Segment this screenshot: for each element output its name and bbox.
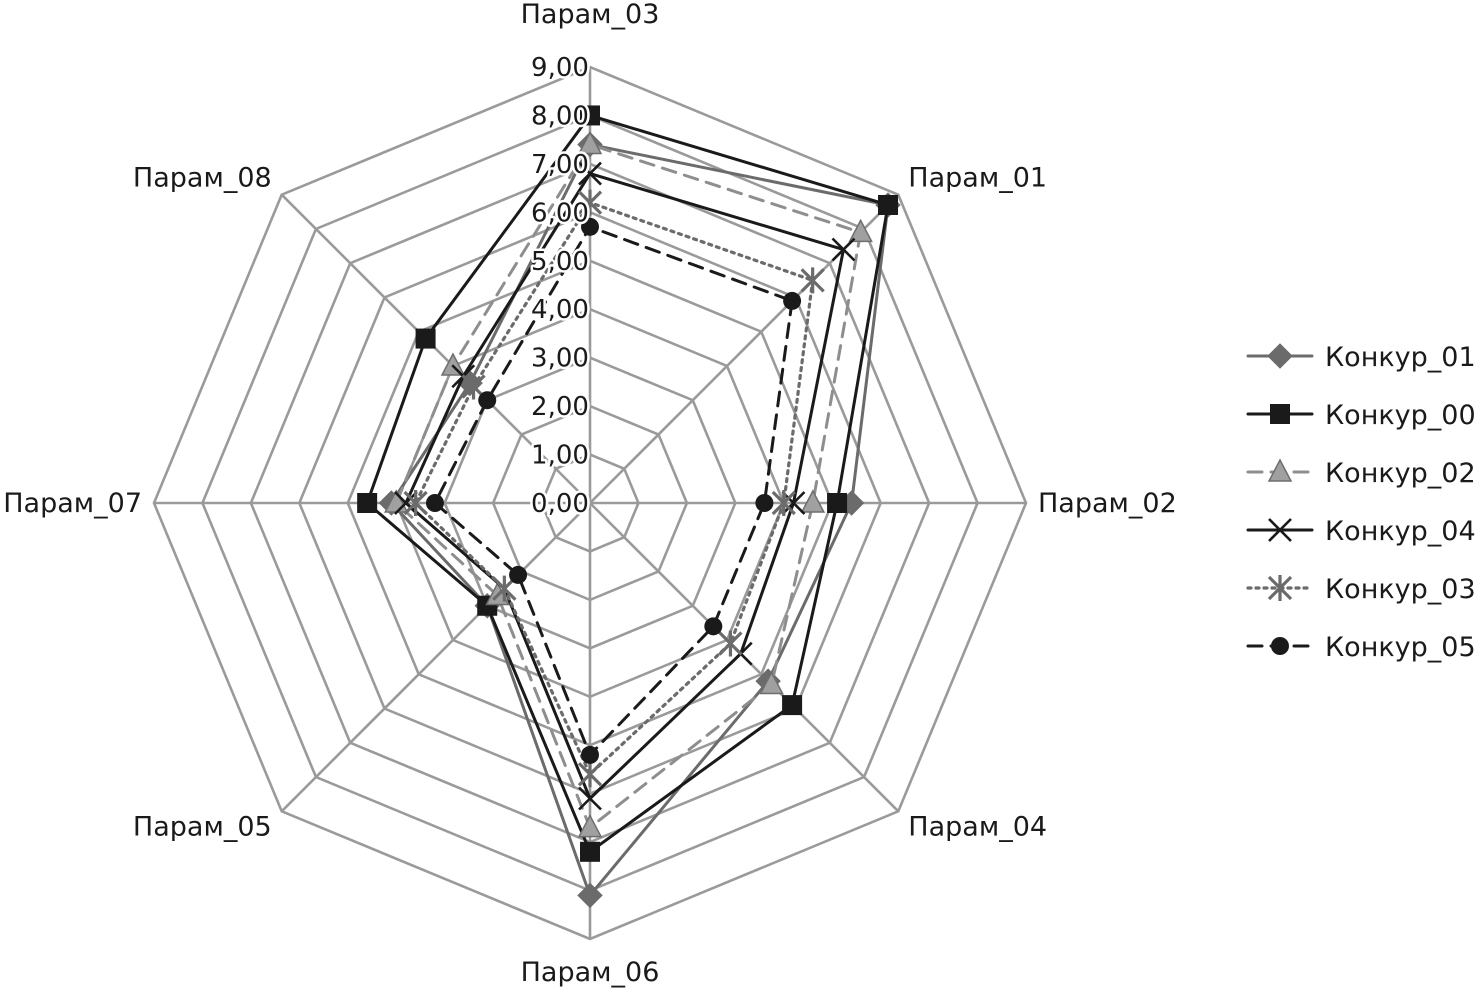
legend-marker: [1267, 575, 1293, 601]
tick-label: 3,00: [531, 344, 589, 374]
data-point-3-3: [759, 670, 784, 695]
data-point-6-8: [581, 217, 599, 236]
tick-label: 7,00: [531, 150, 589, 180]
tick-label: 4,00: [531, 295, 589, 325]
data-point-3-2: [800, 489, 826, 513]
legend-marker: [1270, 404, 1290, 424]
data-point-2-1: [878, 194, 899, 215]
grid-spoke-7: [280, 193, 591, 504]
legend-label: Конкур_00: [1325, 400, 1476, 431]
tick-label: 2,00: [531, 392, 589, 422]
data-point-4-8: [578, 161, 602, 186]
axis-label-4: Парам_06: [521, 957, 660, 988]
data-point-5-8: [577, 189, 603, 216]
axis-label-7: Парам_08: [133, 163, 272, 194]
tick-label: 6,00: [531, 198, 589, 228]
data-point-6-5: [509, 565, 528, 584]
legend: Конкур_01Конкур_00Конкур_02Конкур_04Конк…: [1246, 342, 1476, 663]
radial-tick-labels: 0,00 1,00 2,00 3,00 4,00 5,00 6,00 7,00 8,00 9,00: [529, 51, 592, 522]
data-point-2-6: [357, 493, 378, 513]
tick-label: 1,00: [531, 441, 589, 471]
axis-label-1: Парам_01: [908, 163, 1047, 194]
data-point-2-3: [782, 695, 803, 716]
legend-marker: [1267, 458, 1293, 482]
legend-item-3: Конкур_02: [1246, 458, 1476, 489]
grid-spoke-5: [280, 502, 591, 813]
data-point-5-1: [800, 267, 825, 294]
legend-item-2: Конкур_00: [1246, 400, 1476, 431]
data-point-6-1: [783, 291, 802, 310]
radar-grid: [152, 65, 1028, 941]
legend-item-1: Конкур_01: [1246, 342, 1476, 373]
data-point-4-4: [578, 786, 602, 811]
data-point-5-6: [403, 490, 428, 516]
axis-label-8: Парам_03: [521, 0, 660, 30]
axis-label-6: Парам_07: [3, 488, 142, 519]
legend-marker: [1267, 343, 1293, 369]
legend-item-5: Конкур_03: [1246, 574, 1476, 605]
legend-item-4: Конкур_04: [1246, 516, 1476, 547]
legend-label: Конкур_04: [1325, 516, 1476, 547]
data-point-2-4: [580, 841, 600, 862]
series-line-5: [414, 201, 815, 776]
series-Конкур_00: [357, 105, 899, 862]
tick-label: 5,00: [531, 247, 589, 277]
data-point-4-6: [393, 491, 418, 515]
data-point-5-7: [461, 373, 486, 400]
axis-label-5: Парам_05: [133, 811, 272, 842]
series-Конкур_02: [383, 130, 873, 838]
series-Конкур_01: [378, 131, 901, 909]
data-point-5-2: [771, 490, 796, 516]
data-point-6-2: [755, 494, 774, 512]
data-point-5-3: [718, 630, 743, 657]
data-point-2-7: [415, 328, 436, 349]
data-point-6-4: [581, 745, 599, 764]
data-point-3-4: [577, 813, 603, 838]
legend-label: Конкур_02: [1325, 458, 1476, 489]
axis-label-2: Парам_02: [1038, 488, 1177, 519]
tick-label: 8,00: [531, 101, 589, 131]
series-line-6: [433, 225, 794, 757]
legend-label: Конкур_05: [1325, 632, 1476, 663]
data-point-6-7: [478, 391, 497, 410]
data-point-2-8: [580, 105, 600, 126]
data-point-6-3: [704, 617, 723, 636]
legend-marker: [1268, 518, 1292, 542]
data-point-3-1: [848, 218, 873, 243]
data-point-6-6: [425, 494, 444, 512]
legend-label: Конкур_03: [1325, 574, 1476, 605]
tick-label: 9,00: [531, 53, 589, 83]
series-Конкур_03: [403, 189, 825, 788]
data-point-5-4: [577, 761, 603, 788]
legend-item-6: Конкур_05: [1246, 632, 1476, 663]
tick-label: 0,00: [531, 489, 589, 519]
series-layer: [357, 105, 901, 909]
data-point-1-4: [577, 882, 603, 909]
legend-label: Конкур_01: [1325, 342, 1476, 373]
data-point-5-5: [492, 575, 517, 602]
data-point-2-2: [827, 493, 848, 513]
axis-label-3: Парам_04: [908, 811, 1047, 842]
legend-marker: [1271, 637, 1289, 655]
data-point-4-1: [831, 237, 856, 262]
series-Конкур_05: [425, 217, 802, 764]
data-point-3-8: [577, 130, 603, 155]
